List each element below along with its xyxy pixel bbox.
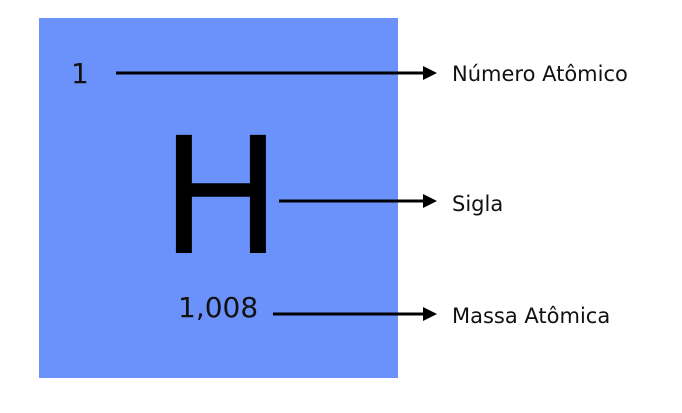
element-symbol: H: [160, 104, 282, 292]
element-tile: [39, 18, 398, 378]
atomic-number-arrow: [116, 66, 437, 80]
atomic-number-label: Número Atômico: [452, 62, 628, 86]
symbol-arrow: [279, 194, 437, 208]
symbol-label: Sigla: [452, 192, 504, 216]
atomic-number-value: 1: [71, 57, 89, 90]
atomic-mass-arrow: [273, 307, 437, 321]
atomic-mass-label: Massa Atômica: [452, 304, 611, 328]
atomic-mass-value: 1,008: [178, 291, 259, 324]
